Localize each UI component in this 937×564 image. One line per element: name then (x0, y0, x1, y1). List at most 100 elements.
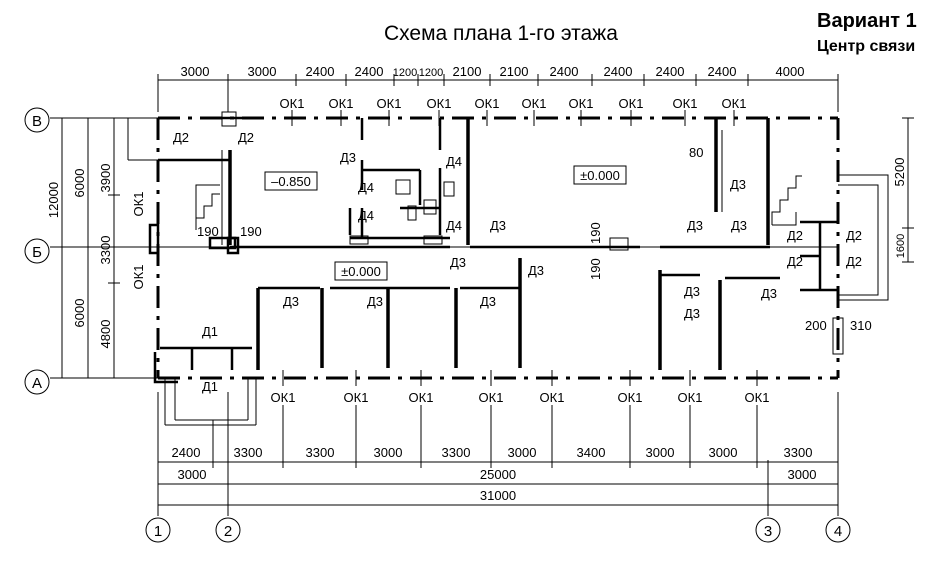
bottom-window-labels: ОК1 ОК1 ОК1 ОК1 ОК1 ОК1 ОК1 ОК1 (271, 370, 769, 405)
door-label: Д3 (684, 306, 700, 321)
axis-bubble-b (24, 238, 50, 264)
top-dim-10: 2400 (604, 64, 633, 79)
door-label: Д3 (450, 255, 466, 270)
window-label: ОК1 (329, 96, 354, 111)
top-dim-3: 2400 (306, 64, 335, 79)
bottom-axis-dim-3: 3000 (788, 467, 817, 482)
axis-label-1: 1 (154, 523, 162, 540)
door-label: Д3 (490, 218, 506, 233)
door-label: Д2 (787, 228, 803, 243)
left-dim-total: 12000 (46, 182, 61, 218)
bottom-dim-2: 3300 (234, 445, 263, 460)
top-dim-12: 2400 (708, 64, 737, 79)
axis-bubble-v (24, 107, 50, 133)
right-dim-1: 5200 (892, 158, 907, 187)
bottom-dim-10: 3300 (784, 445, 813, 460)
door-label: Д1 (202, 379, 218, 394)
axis-label-4: 4 (834, 523, 842, 540)
bottom-dim-5: 3300 (442, 445, 471, 460)
dim-200: 200 (805, 318, 827, 333)
window-label: ОК1 (673, 96, 698, 111)
door-label: Д3 (684, 284, 700, 299)
window-label: ОК1 (427, 96, 452, 111)
right-dimension-chain: 5200 1600 (892, 117, 914, 263)
top-dim-7: 2100 (453, 64, 482, 79)
top-windows (291, 110, 735, 126)
axis-label-3: 3 (764, 523, 772, 540)
window-label: ОК1 (344, 390, 369, 405)
window-label: ОК1 (131, 265, 146, 290)
axis-label-2: 2 (224, 523, 232, 540)
window-label: ОК1 (131, 192, 146, 217)
axis-bubble-2 (215, 517, 241, 543)
top-dim-9: 2400 (550, 64, 579, 79)
door-label: Д2 (787, 254, 803, 269)
door-label: Д2 (846, 228, 862, 243)
window-label: ОК1 (722, 96, 747, 111)
axis-label-v: В (32, 113, 42, 130)
window-label: ОК1 (619, 96, 644, 111)
axis-bubbles: В Б А 1 2 3 4 (24, 107, 851, 543)
door-label: Д4 (446, 218, 462, 233)
variant-label: Вариант 1 (817, 10, 917, 32)
axis-bubble-3 (755, 517, 781, 543)
left-dim-mid-2: 6000 (72, 299, 87, 328)
bottom-dim-4: 3000 (374, 445, 403, 460)
axis-label-a: А (32, 375, 42, 392)
door-label: Д3 (367, 294, 383, 309)
door-label: Д2 (238, 130, 254, 145)
top-dim-11: 2400 (656, 64, 685, 79)
door-label: Д4 (358, 208, 374, 223)
building-name: Центр связи (817, 38, 916, 55)
axis-bubble-1 (145, 517, 171, 543)
dim-190-right: 190 (240, 224, 262, 239)
window-label: ОК1 (377, 96, 402, 111)
level-mark-hall: ±0.000 (580, 168, 620, 183)
bottom-dim-6: 3000 (508, 445, 537, 460)
left-window-labels: ОК1 ОК1 (131, 192, 146, 290)
door-label: Д3 (687, 218, 703, 233)
dim-190-left: 190 (197, 224, 219, 239)
left-dim-mid-1: 6000 (72, 169, 87, 198)
window-label: ОК1 (569, 96, 594, 111)
top-dim-4: 2400 (355, 64, 384, 79)
bottom-axis-dim-2: 25000 (480, 467, 516, 482)
top-dim-6: 1200 (419, 67, 443, 79)
dim-310: 310 (850, 318, 872, 333)
bottom-dim-9: 3000 (709, 445, 738, 460)
left-dimension-chains: 12000 6000 6000 3900 3300 4800 (46, 117, 120, 379)
dim-80: 80 (689, 145, 703, 160)
door-label: Д3 (480, 294, 496, 309)
level-mark-stair: –0.850 (271, 174, 311, 189)
bottom-dim-7: 3400 (577, 445, 606, 460)
window-label: ОК1 (280, 96, 305, 111)
top-dim-8: 2100 (500, 64, 529, 79)
top-dim-2: 3000 (248, 64, 277, 79)
bottom-dimension-chain: 2400 3300 3300 3000 3300 3000 3400 3000 … (157, 405, 839, 511)
right-dim-2: 1600 (895, 234, 907, 258)
window-label: ОК1 (540, 390, 565, 405)
dim-190-col-top: 190 (588, 222, 603, 244)
door-label: Д2 (846, 254, 862, 269)
window-label: ОК1 (271, 390, 296, 405)
dim-190-col-bottom: 190 (588, 258, 603, 280)
bottom-dim-1: 2400 (172, 445, 201, 460)
door-labels: Д2 Д2 Д3 Д4 Д4 Д4 Д4 Д3 Д3 Д3 Д3 Д3 Д3 Д… (173, 130, 862, 394)
level-marks: –0.850 ±0.000 ±0.000 (264, 165, 627, 281)
top-dimension-chain: 3000 3000 2400 2400 1200 1200 2100 2100 … (157, 64, 839, 112)
door-label: Д3 (528, 263, 544, 278)
interior-walls (127, 111, 889, 426)
left-dim-inner-3: 4800 (98, 320, 113, 349)
window-label: ОК1 (475, 96, 500, 111)
door-label: Д3 (761, 286, 777, 301)
door-label: Д1 (202, 324, 218, 339)
drawing-title: Схема плана 1-го этажа (384, 22, 618, 45)
left-dim-inner-1: 3900 (98, 164, 113, 193)
bottom-total-dim: 31000 (480, 488, 516, 503)
axis-label-b: Б (32, 244, 42, 261)
bottom-dim-8: 3000 (646, 445, 675, 460)
door-label: Д3 (283, 294, 299, 309)
axis-bubble-a (24, 369, 50, 395)
door-label: Д4 (358, 180, 374, 195)
